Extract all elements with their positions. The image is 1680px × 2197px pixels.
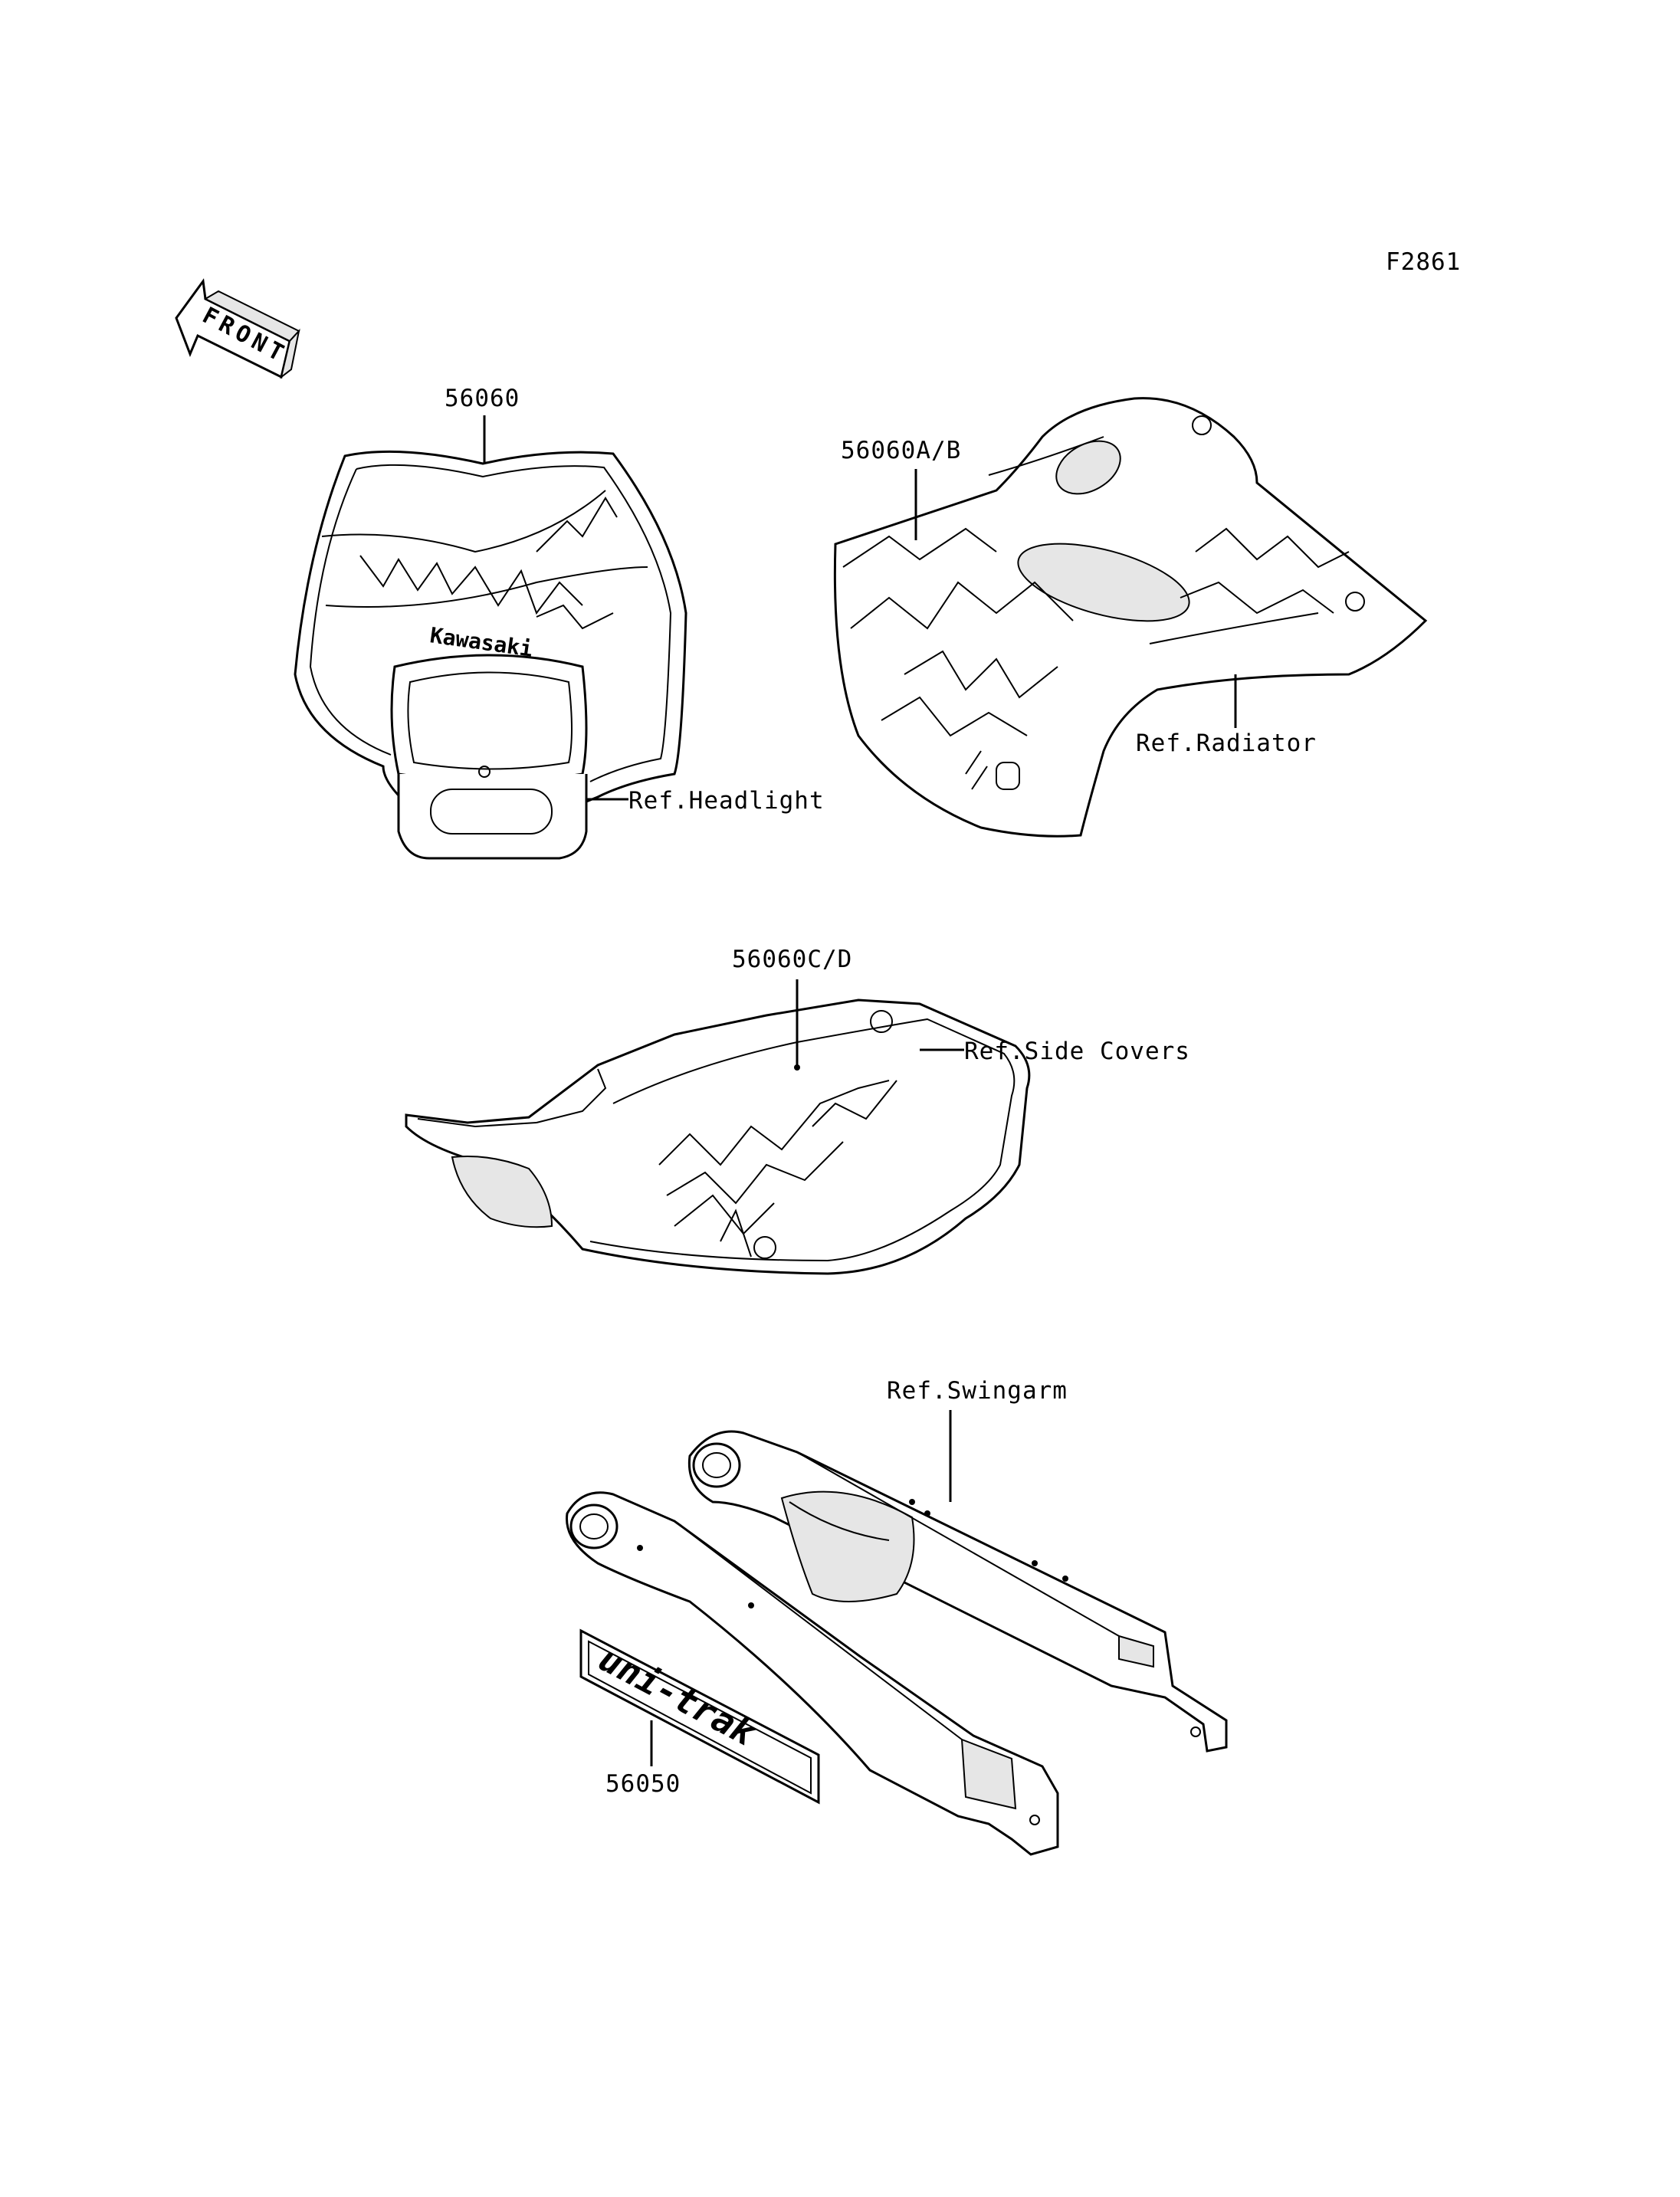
ref-headlight: Ref.Headlight	[628, 787, 825, 815]
ref-swingarm: Ref.Swingarm	[887, 1377, 1068, 1405]
ref-side-covers: Ref.Side Covers	[964, 1038, 1190, 1065]
callout-56060: 56060	[445, 385, 520, 412]
side-cover	[405, 998, 1031, 1275]
swingarm	[566, 1430, 1228, 1856]
radiator-shroud	[833, 397, 1428, 838]
front-arrow-icon: FRONT	[175, 278, 300, 379]
figure-id: F2861	[1386, 248, 1461, 276]
callout-56060ab: 56060A/B	[841, 437, 961, 464]
headlight-cover: Kawasaki	[294, 450, 687, 860]
ref-radiator: Ref.Radiator	[1136, 730, 1317, 757]
callout-56050: 56050	[605, 1770, 681, 1798]
callout-56060cd: 56060C/D	[732, 946, 852, 973]
